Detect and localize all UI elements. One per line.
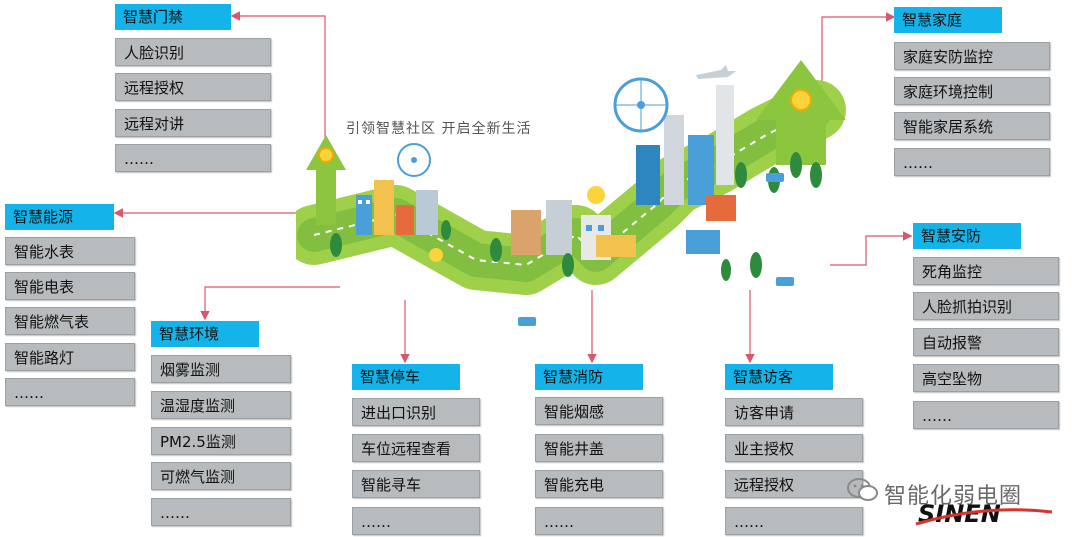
list-item: 家庭安防监控 — [894, 42, 1050, 70]
list-item: 智能电表 — [5, 272, 135, 300]
list-item: 智能家居系统 — [894, 112, 1050, 140]
link-home — [821, 12, 896, 105]
list-item: 进出口识别 — [352, 398, 480, 426]
list-item: 智能水表 — [5, 237, 135, 265]
smart-community-illustration — [296, 60, 846, 326]
list-item: 智能燃气表 — [5, 307, 135, 335]
list-item: 烟雾监测 — [151, 355, 291, 383]
list-item: 智能烟感 — [535, 397, 663, 425]
list-item: 访客申请 — [725, 398, 863, 426]
list-item: …… — [115, 144, 271, 172]
group-title-visitor: 智慧访客 — [725, 364, 833, 390]
group-title-home: 智慧家庭 — [894, 7, 1002, 33]
list-item: 家庭环境控制 — [894, 77, 1050, 105]
link-security — [830, 231, 913, 266]
list-item: 死角监控 — [913, 257, 1059, 285]
list-item: …… — [352, 507, 480, 535]
group-title-fire: 智慧消防 — [535, 364, 643, 390]
list-item: …… — [5, 378, 135, 406]
link-access — [230, 11, 326, 190]
sinen-logo: SINEN — [915, 500, 1053, 528]
list-item: 智能寻车 — [352, 470, 480, 498]
list-item: 可燃气监测 — [151, 462, 291, 490]
list-item: 高空坠物 — [913, 364, 1059, 392]
group-title-security: 智慧安防 — [913, 223, 1021, 249]
list-item: 远程对讲 — [115, 109, 271, 137]
list-item: …… — [894, 148, 1050, 176]
list-item: 业主授权 — [725, 434, 863, 462]
list-item: 车位远程查看 — [352, 434, 480, 462]
list-item: 远程授权 — [725, 470, 863, 498]
list-item: 智能充电 — [535, 470, 663, 498]
group-title-environment: 智慧环境 — [151, 321, 259, 347]
list-item: 智能井盖 — [535, 434, 663, 462]
list-item: …… — [535, 507, 663, 535]
group-title-parking: 智慧停车 — [352, 364, 460, 390]
list-item: 自动报警 — [913, 328, 1059, 356]
list-item: 人脸抓拍识别 — [913, 292, 1059, 320]
slogan: 引领智慧社区 开启全新生活 — [346, 121, 532, 137]
link-environment — [200, 286, 340, 321]
group-title-access: 智慧门禁 — [115, 4, 231, 30]
list-item: 温湿度监测 — [151, 391, 291, 419]
list-item: …… — [725, 507, 863, 535]
list-item: …… — [913, 401, 1059, 429]
list-item: 智能路灯 — [5, 343, 135, 371]
list-item: …… — [151, 498, 291, 526]
wechat-icon — [847, 478, 878, 501]
group-title-energy: 智慧能源 — [5, 204, 114, 230]
watermark-text: 智能化弱电圈 — [884, 484, 1023, 509]
list-item: PM2.5监测 — [151, 427, 291, 455]
list-item: 远程授权 — [115, 73, 271, 101]
list-item: 人脸识别 — [115, 38, 271, 66]
